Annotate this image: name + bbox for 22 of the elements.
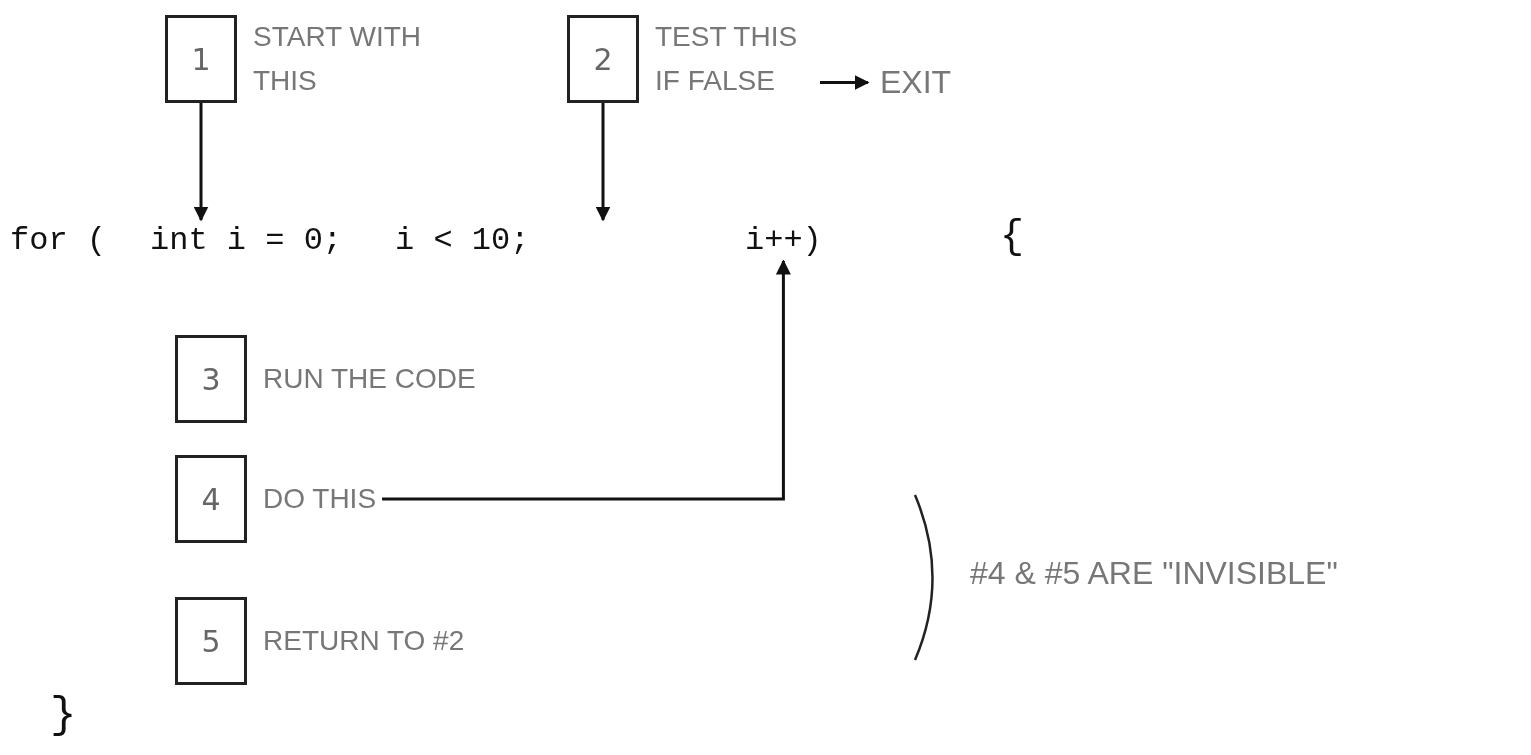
arrow [193, 103, 209, 222]
arrow [382, 259, 791, 501]
callout-number: 3 [175, 335, 247, 423]
annotation-text: DO THIS [263, 482, 377, 516]
annotation-text: EXIT [880, 64, 952, 101]
code-text: } [50, 690, 77, 740]
code-text: { [1000, 215, 1024, 260]
annotation-text: RUN THE CODE [263, 362, 476, 396]
annotation-text: START WITH THIS [253, 20, 422, 98]
arrow [595, 103, 611, 222]
code-text: for ( [10, 222, 106, 259]
callout-number: 4 [175, 455, 247, 543]
callout-number: 5 [175, 597, 247, 685]
callout-number: 2 [567, 15, 639, 103]
callout-number: 1 [165, 15, 237, 103]
annotation-text: TEST THIS IF FALSE [655, 20, 799, 98]
code-text: int i = 0; [150, 222, 343, 259]
code-text: i++) [745, 222, 822, 259]
arrow [820, 75, 870, 90]
code-text: i < 10; [395, 222, 530, 259]
annotation-text: RETURN TO #2 [263, 624, 465, 658]
note-text: #4 & #5 ARE "INVISIBLE" [970, 555, 1338, 592]
